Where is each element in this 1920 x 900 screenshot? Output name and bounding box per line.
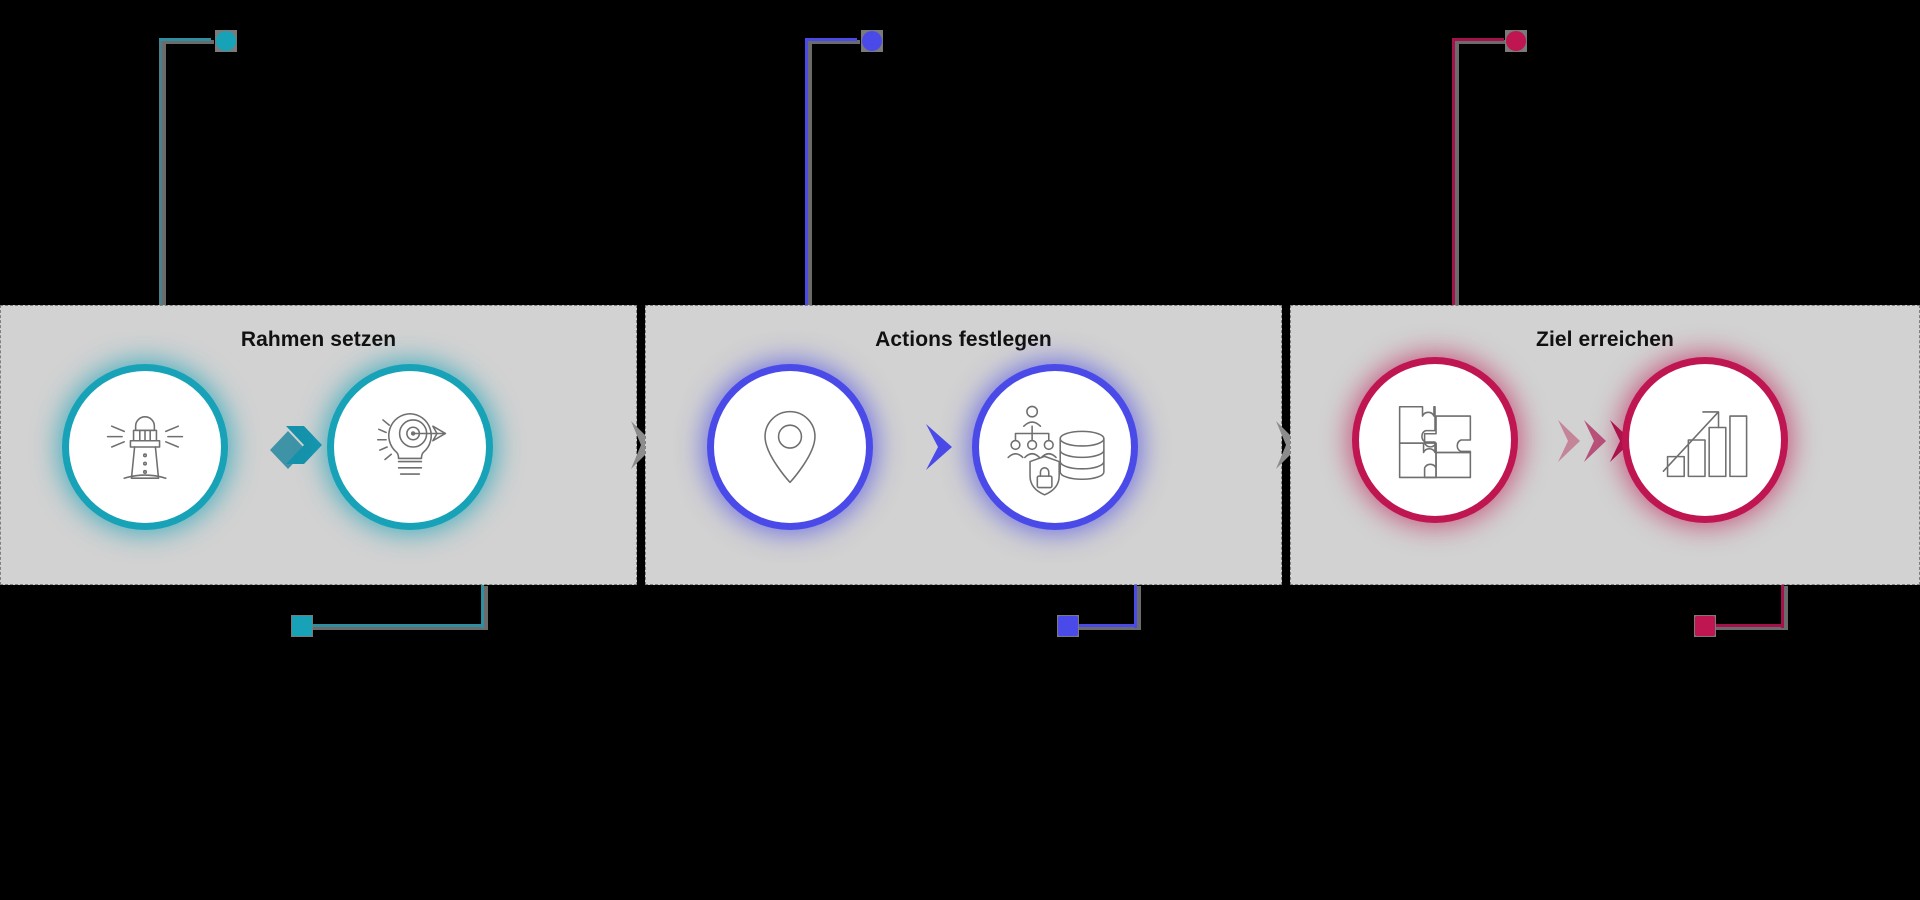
panel-separator-chevron-1 xyxy=(625,415,665,475)
step-badge-puzzle[interactable] xyxy=(1359,364,1511,516)
panel-separator-chevron-2 xyxy=(1270,415,1310,475)
arrow-blue-single xyxy=(918,418,964,476)
connector-marker-teal-bottom[interactable] xyxy=(291,615,313,637)
step-badge-lightbulb-target[interactable] xyxy=(334,371,486,523)
panel-title-2: Actions festlegen xyxy=(875,328,1052,351)
step-badge-bar-chart[interactable] xyxy=(1629,364,1781,516)
map-pin-icon xyxy=(764,410,816,484)
bar-chart-growth-icon xyxy=(1662,411,1748,478)
panel-title-3: Ziel erreichen xyxy=(1536,328,1674,351)
arrow-teal-double xyxy=(266,416,326,478)
panel-title-1: Rahmen setzen xyxy=(240,328,397,351)
connector-marker-teal-top[interactable] xyxy=(215,30,237,52)
panel-ziel-erreichen[interactable]: Ziel erreichen xyxy=(1290,305,1920,585)
step-badge-map-pin[interactable] xyxy=(714,371,866,523)
step-badge-lighthouse[interactable] xyxy=(69,371,221,523)
lighthouse-icon xyxy=(106,416,184,479)
connector-marker-red-bottom[interactable] xyxy=(1694,615,1716,637)
connector-marker-blue-bottom[interactable] xyxy=(1057,615,1079,637)
connector-marker-red-top[interactable] xyxy=(1505,30,1527,52)
panel-actions-festlegen[interactable]: Actions festlegen xyxy=(645,305,1282,585)
arrow-red-triple xyxy=(1556,414,1640,468)
panel-rahmen-setzen[interactable]: Rahmen setzen xyxy=(0,305,637,585)
team-database-security-icon xyxy=(1007,405,1105,496)
step-badge-team-database[interactable] xyxy=(979,371,1131,523)
puzzle-icon xyxy=(1398,405,1472,479)
lightbulb-target-icon xyxy=(376,412,447,475)
connector-marker-blue-top[interactable] xyxy=(861,30,883,52)
